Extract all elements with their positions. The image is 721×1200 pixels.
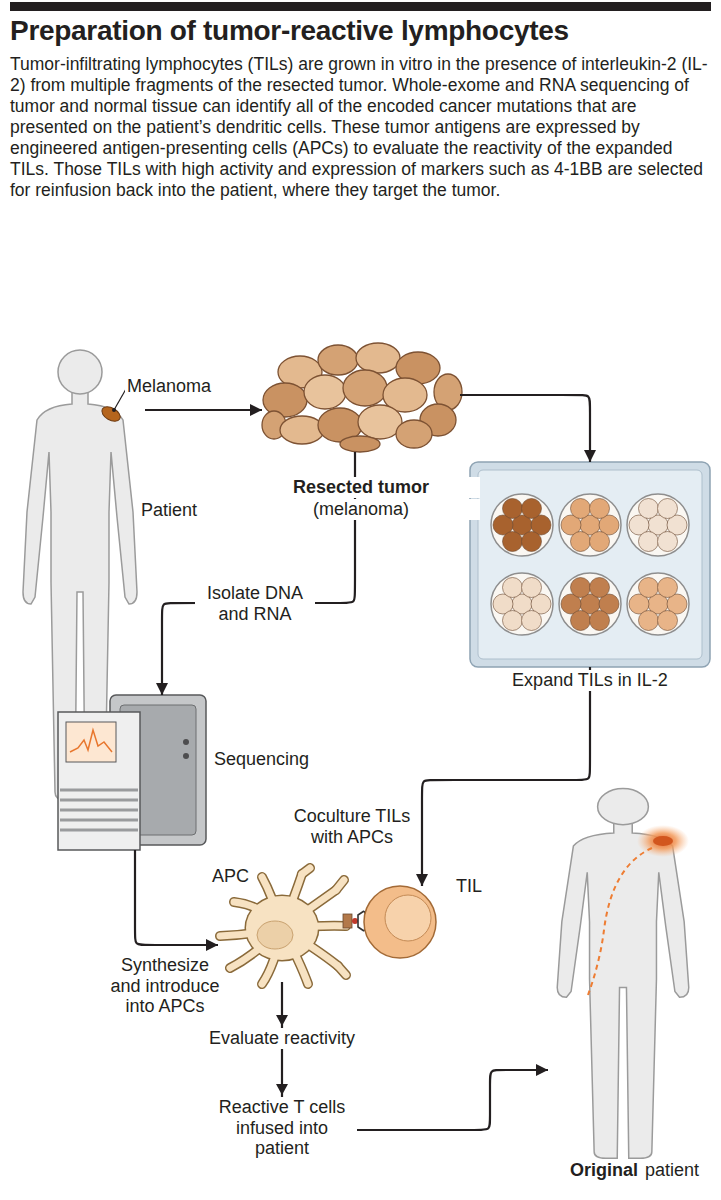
sequencer-machine [60,829,138,832]
step-label: Coculture TILs with APCs [290,806,414,847]
illustration-node: Resected tumor(melanoma) [262,345,460,452]
node-label: Patient [139,500,199,521]
tumor-mass [396,420,432,448]
culture-plate [559,494,621,556]
culture-plate [561,578,619,631]
tumor-mass [318,345,358,375]
node-label: TIL [454,876,484,897]
culture-plate [629,578,687,631]
sequencer-machine [183,739,189,745]
flow-arrow [422,667,590,886]
patient-figure [114,389,126,410]
tumor-mass [280,416,324,444]
receptor-contact [352,918,358,924]
sequencer-machine [60,819,138,822]
culture-plate [559,573,621,635]
tumor-mass [343,370,387,406]
top-rule [10,2,711,11]
node-label: Melanoma [125,376,213,397]
original-patient-figure [557,789,689,1159]
original-patient-figure [588,848,652,995]
sequencer-machine [60,809,138,812]
antigen-presenting-cell [220,868,346,984]
culture-plate [627,573,689,635]
flow-arrow [162,452,355,695]
t-lymphocyte [364,886,436,958]
sequencer-machine [58,695,206,850]
flow-arrow [460,395,590,462]
culture-plate [493,499,551,552]
culture-plate [629,499,687,552]
antigen-presenting-cell [220,868,346,984]
tumor-mass [340,436,380,452]
illustration-node: MelanomaPatient [15,342,145,802]
illustration-node: Sequencing [58,695,208,850]
sequencer-machine [66,722,116,762]
flow-arrow [135,850,218,945]
original-patient-figure [637,825,689,857]
tumor-mass [304,375,346,409]
sequencer-machine [70,730,112,752]
culture-plate [470,462,710,667]
antigen-presenting-cell [257,921,293,949]
node-label: Sequencing [212,749,311,770]
node-label: (melanoma) [242,499,480,520]
patient-figure [112,408,116,412]
culture-plate [491,494,553,556]
step-label: Isolate DNA and RNA [195,583,315,624]
t-lymphocyte [385,895,431,941]
illustration-node: APC [218,872,344,982]
culture-plate [478,470,702,659]
antigen-presenting-cell [220,868,346,984]
culture-plate [491,573,553,635]
node-label: patient [643,1160,701,1181]
step-label: Evaluate reactivity [197,1028,367,1049]
node-label: Resected tumor [242,477,480,498]
node-label: Expand TILs in IL-2 [470,670,710,691]
flow-arrow [282,982,548,1130]
sequencer-machine [183,753,189,759]
culture-plate [493,578,551,631]
step-label: Synthesize and introduce into APCs [105,955,225,1017]
illustration-node: TIL [364,886,436,958]
illustration-node: Originalpatient [548,782,698,1160]
sequencer-machine [58,712,140,850]
t-lymphocyte [364,886,436,958]
step-label: Reactive T cells infused into patient [207,1097,357,1159]
tumor-mass [356,343,400,373]
culture-plate [627,494,689,556]
figure-caption: Tumor-infiltrating lymphocytes (TILs) ar… [10,54,710,201]
flow-arrow [145,409,262,411]
sequencer-machine [60,789,138,792]
culture-plate [561,499,619,552]
node-label: Original [568,1160,640,1181]
original-patient-figure [557,789,689,1159]
illustration-node: Expand TILs in IL-2 [470,462,710,667]
node-label: APC [210,866,251,887]
tumor-mass [262,343,462,452]
culture-plate [470,462,710,667]
figure-title: Preparation of tumor-reactive lymphocyte… [10,15,569,47]
sequencer-machine [60,799,138,802]
antigen-presenting-cell [246,896,318,960]
receptor-contact [343,914,352,928]
patient-figure [99,404,122,424]
original-patient-figure [653,836,673,846]
